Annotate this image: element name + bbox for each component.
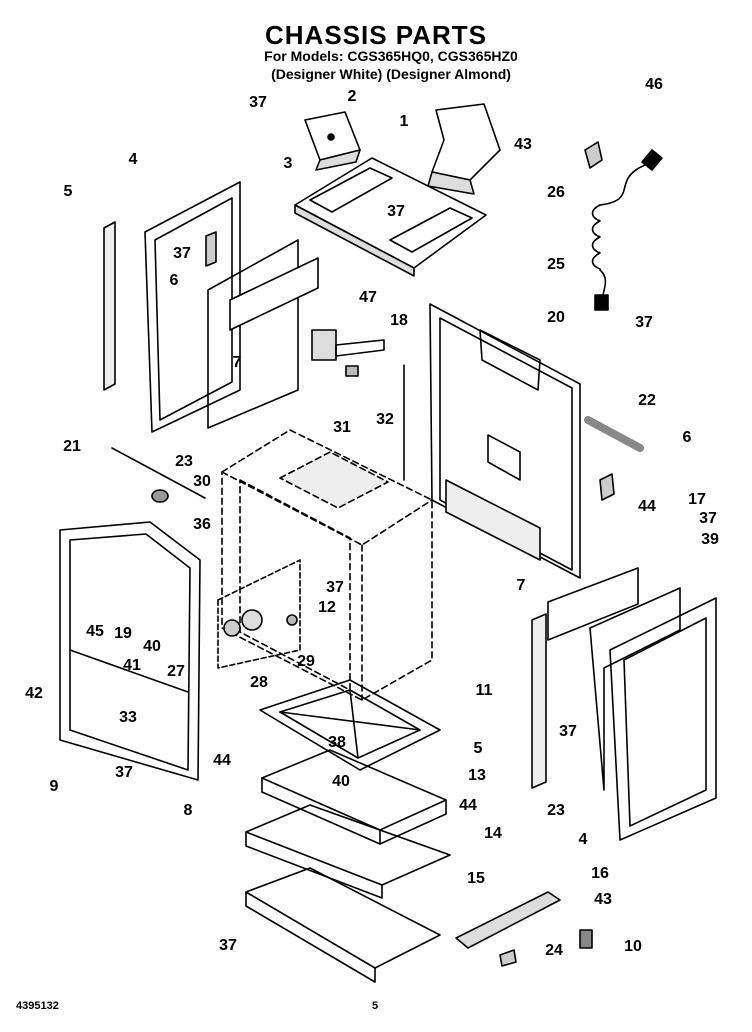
callout-37: 37 bbox=[387, 203, 405, 220]
callout-6: 6 bbox=[682, 429, 692, 446]
callout-45: 45 bbox=[86, 623, 104, 640]
callout-3: 3 bbox=[283, 155, 293, 172]
diagram-title: CHASSIS PARTS bbox=[265, 20, 487, 50]
part-drawer-14 bbox=[245, 804, 451, 899]
colors-line: (Designer White) (Designer Almond) bbox=[271, 66, 511, 82]
callout-18: 18 bbox=[390, 312, 408, 329]
part-seal-21 bbox=[111, 447, 206, 499]
callout-8: 8 bbox=[183, 802, 193, 819]
callout-43: 43 bbox=[594, 891, 612, 908]
callout-17: 17 bbox=[688, 491, 706, 508]
callout-13: 13 bbox=[468, 767, 486, 784]
callout-40: 40 bbox=[332, 773, 350, 790]
part-burner-box-1 bbox=[427, 103, 501, 195]
part-front-frame-left bbox=[59, 521, 201, 781]
part-side-panel-5-right bbox=[531, 613, 547, 789]
callout-28: 28 bbox=[250, 674, 268, 691]
document-number: 4395132 bbox=[16, 1000, 59, 1012]
callout-37: 37 bbox=[249, 94, 267, 111]
callout-37: 37 bbox=[559, 723, 577, 740]
callout-24: 24 bbox=[545, 942, 563, 959]
callout-20: 20 bbox=[547, 309, 565, 326]
part-bracket-2 bbox=[304, 111, 361, 171]
part-insulation-7-right bbox=[547, 567, 639, 641]
part-leveler-10 bbox=[579, 929, 593, 949]
part-broil-pan-11 bbox=[259, 679, 441, 771]
callout-7: 7 bbox=[516, 577, 526, 594]
callout-1: 1 bbox=[399, 113, 409, 130]
callout-42: 42 bbox=[25, 685, 43, 702]
part-insulation-7-left bbox=[207, 239, 319, 429]
callout-37: 37 bbox=[115, 764, 133, 781]
callout-5: 5 bbox=[473, 740, 483, 757]
callout-16: 16 bbox=[591, 865, 609, 882]
part-gas-regulator-32 bbox=[311, 329, 385, 377]
callout-37: 37 bbox=[326, 579, 344, 596]
part-burner-pan-3 bbox=[294, 157, 487, 277]
part-clip-24 bbox=[499, 949, 517, 967]
callout-41: 41 bbox=[123, 657, 141, 674]
callout-2: 2 bbox=[347, 88, 357, 105]
callout-21: 21 bbox=[63, 438, 81, 455]
callout-10: 10 bbox=[624, 938, 642, 955]
part-rod-22 bbox=[584, 416, 644, 452]
callout-23: 23 bbox=[547, 802, 565, 819]
callout-26: 26 bbox=[547, 184, 565, 201]
part-rear-panel-20 bbox=[429, 303, 581, 579]
part-power-cord-25 bbox=[591, 149, 663, 311]
part-oven-cavity bbox=[221, 429, 433, 701]
part-valve-group-28 bbox=[217, 559, 301, 669]
part-side-panel-4-left bbox=[144, 181, 241, 433]
callout-44: 44 bbox=[638, 498, 656, 515]
callout-46: 46 bbox=[645, 76, 663, 93]
callout-44: 44 bbox=[213, 752, 231, 769]
callout-25: 25 bbox=[547, 256, 565, 273]
callout-39: 39 bbox=[701, 531, 719, 548]
callout-11: 11 bbox=[475, 682, 493, 699]
callout-15: 15 bbox=[467, 870, 485, 887]
models-line: For Models: CGS365HQ0, CGS365HZ0 bbox=[264, 48, 518, 64]
callout-9: 9 bbox=[49, 778, 59, 795]
part-bracket-26 bbox=[584, 141, 603, 169]
callout-30: 30 bbox=[193, 473, 211, 490]
callout-44: 44 bbox=[459, 797, 477, 814]
callout-43: 43 bbox=[514, 136, 532, 153]
part-side-panel-5-left bbox=[103, 221, 116, 391]
part-bracket-6-right bbox=[599, 473, 615, 501]
part-drawer-13 bbox=[261, 749, 447, 845]
callout-27: 27 bbox=[167, 663, 185, 680]
callout-37: 37 bbox=[219, 937, 237, 954]
callout-37: 37 bbox=[699, 510, 717, 527]
callout-14: 14 bbox=[484, 825, 502, 842]
part-side-panel-4-right bbox=[589, 587, 717, 841]
callout-38: 38 bbox=[328, 734, 346, 751]
callout-23: 23 bbox=[175, 453, 193, 470]
part-knobs-28 bbox=[223, 609, 298, 637]
callout-31: 31 bbox=[333, 419, 351, 436]
part-kick-panel-16 bbox=[455, 891, 561, 949]
callout-37: 37 bbox=[635, 314, 653, 331]
callout-33: 33 bbox=[119, 709, 137, 726]
callout-40: 40 bbox=[143, 638, 161, 655]
part-knob-36 bbox=[151, 489, 169, 503]
callout-7: 7 bbox=[232, 354, 242, 371]
callout-6: 6 bbox=[169, 272, 179, 289]
callout-22: 22 bbox=[638, 392, 656, 409]
callout-5: 5 bbox=[63, 183, 73, 200]
part-bottom-panel-15 bbox=[245, 867, 441, 983]
callout-32: 32 bbox=[376, 411, 394, 428]
callout-4: 4 bbox=[128, 151, 138, 168]
callout-29: 29 bbox=[297, 653, 315, 670]
callout-19: 19 bbox=[114, 625, 132, 642]
page-number: 5 bbox=[372, 1000, 379, 1012]
callout-36: 36 bbox=[193, 516, 211, 533]
callout-4: 4 bbox=[578, 831, 588, 848]
callout-37: 37 bbox=[173, 245, 191, 262]
callout-47: 47 bbox=[359, 289, 377, 306]
callout-12: 12 bbox=[318, 599, 336, 616]
